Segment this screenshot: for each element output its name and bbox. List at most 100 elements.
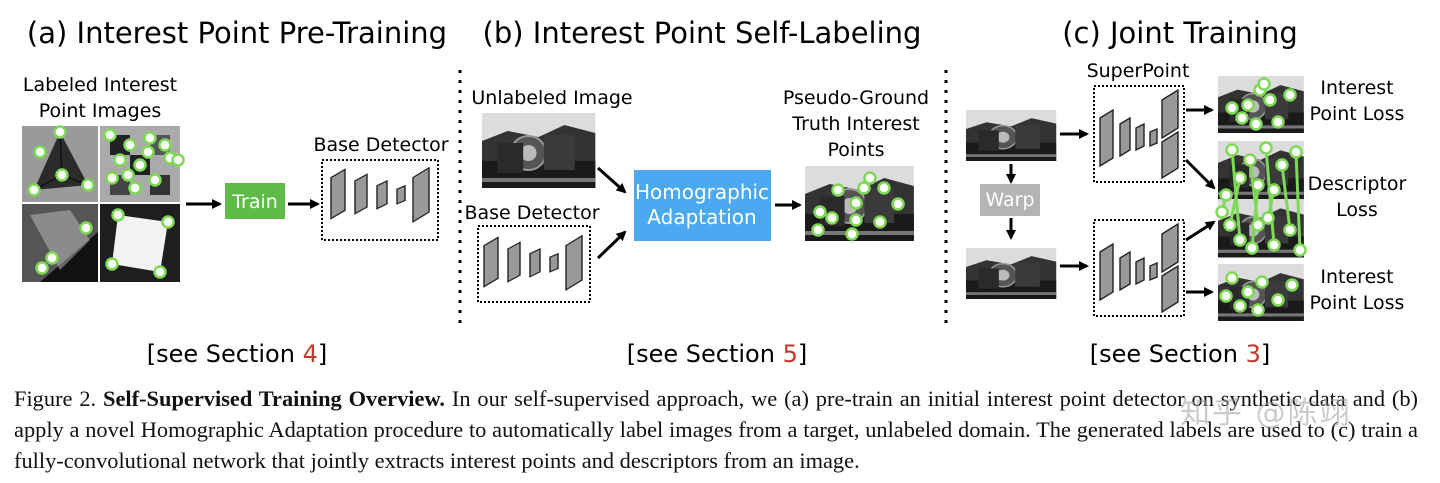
keypoint-marker [1271,115,1285,129]
figure-diagram: (a) Interest Point Pre-Training (b) Inte… [22,16,1407,368]
keypoint-marker [811,223,825,237]
keypoint-marker [891,197,905,211]
panel-c-title: (c) Joint Training [1062,16,1298,50]
keypoint-marker [1233,299,1247,313]
base-detector-cnn-b [483,235,583,291]
keypoint-marker [845,227,859,241]
arrow-desc-bottom [1185,220,1216,242]
keypoint-marker [1245,241,1259,255]
keypoint-marker [831,183,845,197]
keypoint-marker [1219,289,1233,303]
loss2-label-1: Descriptor [1308,173,1407,195]
keypoint-marker [863,171,877,185]
keypoint-marker [55,168,69,182]
keypoint-marker [857,181,871,195]
caption-bold-title: Self-Supervised Training Overview. [103,386,445,411]
unlabeled-image-label: Unlabeled Image [471,87,632,109]
match-line [1280,164,1292,231]
keypoint-marker [1283,223,1297,237]
keypoint-marker [1283,88,1297,102]
homographic-adaptation-box [634,170,771,241]
keypoint-marker [133,158,147,172]
keypoint-marker [103,128,117,142]
keypoint-marker [105,171,119,185]
superpoint-label: SuperPoint [1087,60,1190,82]
keypoint-marker [79,221,93,235]
superpoint-box-bottom [1093,219,1185,317]
keypoint-marker [1243,153,1257,167]
pseudo-gt-label-2: Truth Interest [791,113,919,135]
keypoint-marker [877,181,891,195]
keypoint-marker [35,261,49,275]
base-detector-label-b: Base Detector [464,202,599,224]
superpoint-cnn-bottom [1099,222,1179,314]
superpoint-cnn-top [1099,88,1179,180]
keypoint-marker [1233,171,1247,185]
arrow-detector-to-homographic [596,230,627,260]
base-detector-label-a: Base Detector [313,134,448,156]
keypoint-marker [1289,145,1303,159]
train-label: Train [231,191,278,213]
keypoint-marker [161,215,175,229]
keypoint-marker [1225,143,1239,157]
keypoint-marker [813,205,827,219]
keypoint-marker [153,265,167,279]
loss1-label-2: Point Loss [1310,103,1405,125]
keypoint-marker [1225,271,1239,285]
keypoint-marker [1257,77,1271,91]
caption-fig-label: Figure 2. [14,386,97,411]
keypoint-marker [1261,211,1275,225]
keypoint-marker [1267,238,1281,252]
keypoint-marker [1275,158,1289,172]
keypoint-marker [1241,98,1255,112]
pseudo-gt-label-3: Points [827,139,884,161]
match-line [1294,151,1302,251]
labeled-images-label-1: Labeled Interest [23,74,177,96]
warp-box [980,184,1040,216]
keypoint-marker [849,196,863,210]
keypoint-marker [143,131,157,145]
keypoint-marker [1215,205,1229,219]
superpoint-box-top [1093,85,1185,183]
pseudo-gt-label-1: Pseudo-Ground [783,87,929,109]
keypoint-marker [148,173,162,187]
keypoint-marker [1241,285,1255,299]
watermark: 知乎 @陈翊 [1180,396,1352,431]
loss2-label-2: Loss [1336,199,1378,221]
panel-b-title: (b) Interest Point Self-Labeling [483,16,922,50]
keypoint-marker [1293,243,1307,257]
match-line [1228,177,1242,226]
train-box [225,183,285,219]
keypoint-marker [128,181,142,195]
unlabeled-image [480,111,597,190]
warp-label: Warp [985,189,1034,211]
figure-caption: Figure 2. Self-Supervised Training Overv… [14,383,1418,476]
keypoint-marker [123,138,137,152]
match-line [1264,147,1276,246]
keypoint-marker [1225,101,1239,115]
input-image-top [965,109,1058,162]
keypoint-marker [825,211,839,225]
section-ref-c: [see Section 3] [1090,340,1270,368]
keypoint-marker [1267,183,1281,197]
homographic-label-2: Adaptation [647,205,756,229]
keypoint-marker [33,145,47,159]
keypoint-marker [113,153,127,167]
keypoint-marker [1235,111,1249,125]
section-ref-b: [see Section 5] [627,340,807,368]
keypoint-marker [105,257,119,271]
keypoint-marker [1223,218,1237,232]
keypoint-marker [1255,275,1269,289]
caption-body: In our self-supervised approach, we (a) … [14,386,1419,473]
keypoint-marker [1249,117,1263,131]
match-line [1250,184,1260,249]
section-ref-a: [see Section 4] [147,340,327,368]
loss3-label-2: Point Loss [1310,292,1405,314]
keypoint-marker [1251,303,1265,317]
base-detector-cnn-a [330,167,430,223]
keypoint-marker [121,168,135,182]
loss1-label-1: Interest [1320,77,1393,99]
loss3-label-1: Interest [1320,266,1393,288]
keypoint-marker [1251,178,1265,192]
keypoint-marker [53,125,67,139]
